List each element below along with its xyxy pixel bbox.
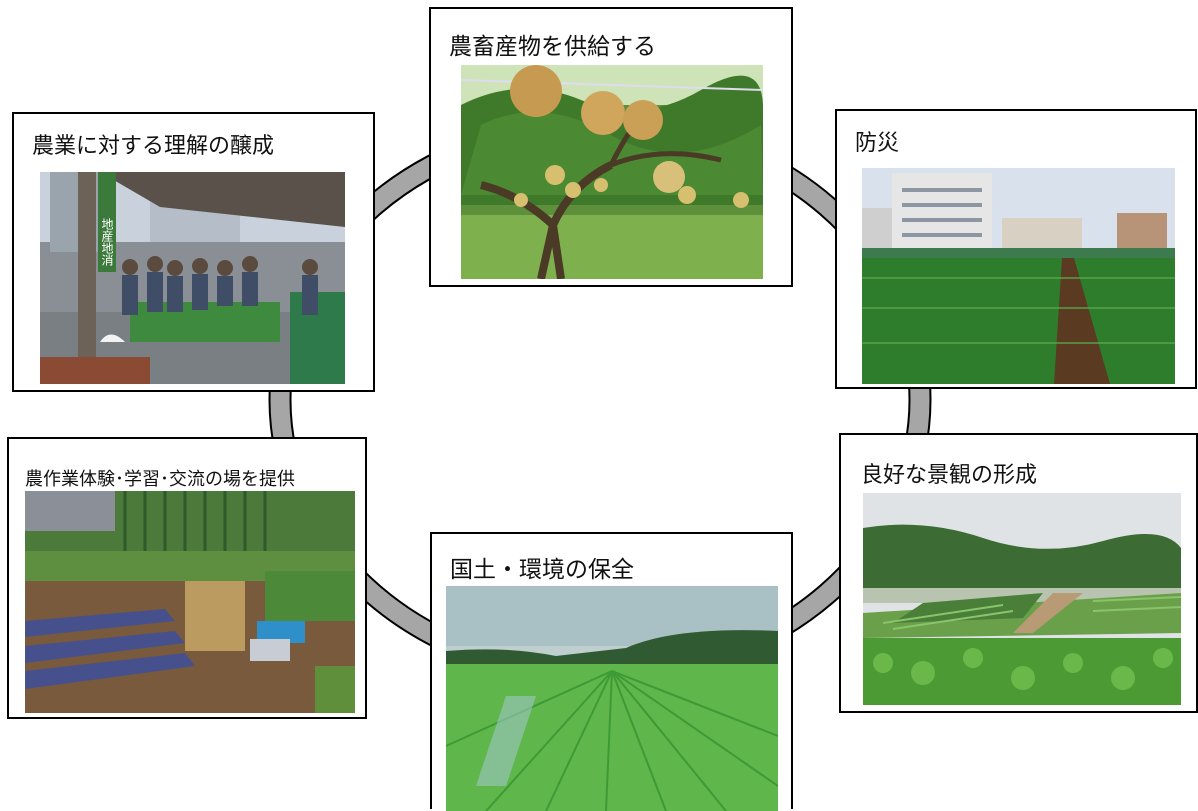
- node-label: 農作業体験･学習･交流の場を提供: [25, 469, 295, 490]
- farmers-market-photo: 地産地消: [40, 172, 345, 384]
- pear-orchard-photo: [461, 65, 763, 279]
- node-label: 国土・環境の保全: [450, 557, 634, 583]
- node-understanding: 農業に対する理解の醸成 地産地消: [12, 112, 375, 392]
- vegetable-field-buildings-photo: [862, 168, 1175, 384]
- market-sign-text: 地産地消: [100, 218, 114, 266]
- node-supply-products: 農畜産物を供給する: [429, 7, 793, 287]
- node-land-environment: 国土・環境の保全: [430, 532, 793, 811]
- node-landscape: 良好な景観の形成: [839, 433, 1198, 713]
- allotment-garden-photo: [25, 491, 355, 713]
- node-label: 防災: [855, 131, 900, 156]
- node-disaster-prevention: 防災: [835, 109, 1197, 389]
- node-label: 農業に対する理解の醸成: [32, 134, 275, 159]
- node-experience-learning: 農作業体験･学習･交流の場を提供: [7, 437, 367, 719]
- node-label: 良好な景観の形成: [861, 463, 1038, 488]
- rice-paddy-photo: [446, 586, 778, 811]
- rural-landscape-photo: [863, 493, 1181, 705]
- node-label: 農畜産物を供給する: [449, 34, 656, 60]
